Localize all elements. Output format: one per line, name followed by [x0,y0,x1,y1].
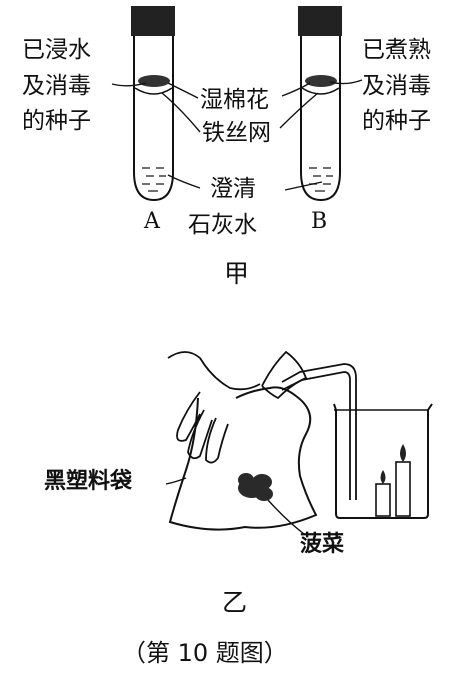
tube-b-label: B [311,209,327,234]
beaker [333,403,433,519]
hand [167,351,261,464]
delivery-tube [281,363,357,500]
leader-spinach [267,499,305,535]
boiled-seeds-label-line3: 的种子 [362,108,431,134]
soaked-seeds-label-line3: 的种子 [22,108,91,134]
limewater-b [309,167,333,192]
soaked-seeds-label-line1: 已浸水 [22,37,91,63]
figure-number-caption: （第 10 题图） [122,639,288,667]
wire-mesh-b [301,87,340,95]
tube-a-body [133,36,174,202]
candle-short [375,483,391,517]
limewater-label-line2: 石灰水 [188,212,257,238]
candle-short-flame [380,470,386,484]
wet-cotton-label: 湿棉花 [200,87,269,113]
wet-cotton-b [305,75,337,87]
candle-tall-flame [400,444,406,462]
bag-neck [261,350,308,400]
spinach-label: 菠菜 [300,532,344,557]
boiled-seeds-label-line2: 及消毒 [362,73,431,99]
tube-b-body [300,36,341,202]
limewater-label-line1: 澄清 [210,176,256,202]
black-bag-label: 黑塑料袋 [44,468,133,494]
spinach-plant [238,473,273,501]
wet-cotton-a [138,75,170,87]
candle-tall [395,461,411,517]
limewater-a [142,167,166,192]
leader-wire-mesh-a [161,92,201,133]
leader-boiled-seeds [329,79,363,85]
leader-limewater-a [167,174,201,189]
figure-jia: 已浸水 及消毒 的种子 已煮熟 及消毒 的种子 湿棉花 铁丝网 澄清 石灰水 A… [22,6,431,288]
wire-mesh-label: 铁丝网 [202,120,271,146]
soaked-seeds-label-line2: 及消毒 [22,73,91,99]
boiled-seeds-label-line1: 已煮熟 [362,37,431,63]
test-tube-b [298,6,342,202]
leader-black-bag [165,477,187,485]
test-tube-a [131,6,175,202]
leader-wire-mesh-b [279,92,319,129]
leader-wet-cotton-b [281,82,311,97]
leader-limewater-b [284,181,323,191]
wire-mesh-a [134,87,173,95]
tube-a-label: A [143,209,161,234]
leader-soaked-seeds [111,82,147,87]
leader-wet-cotton-a [167,82,199,99]
caption-jia: 甲 [224,259,249,288]
leader-lines-jia [111,79,363,191]
caption-yi: 乙 [222,588,247,617]
candles [375,444,411,517]
figure-yi: 黑塑料袋 菠菜 乙 [44,350,433,617]
stopper-b [298,6,342,36]
stopper-a [131,6,175,36]
